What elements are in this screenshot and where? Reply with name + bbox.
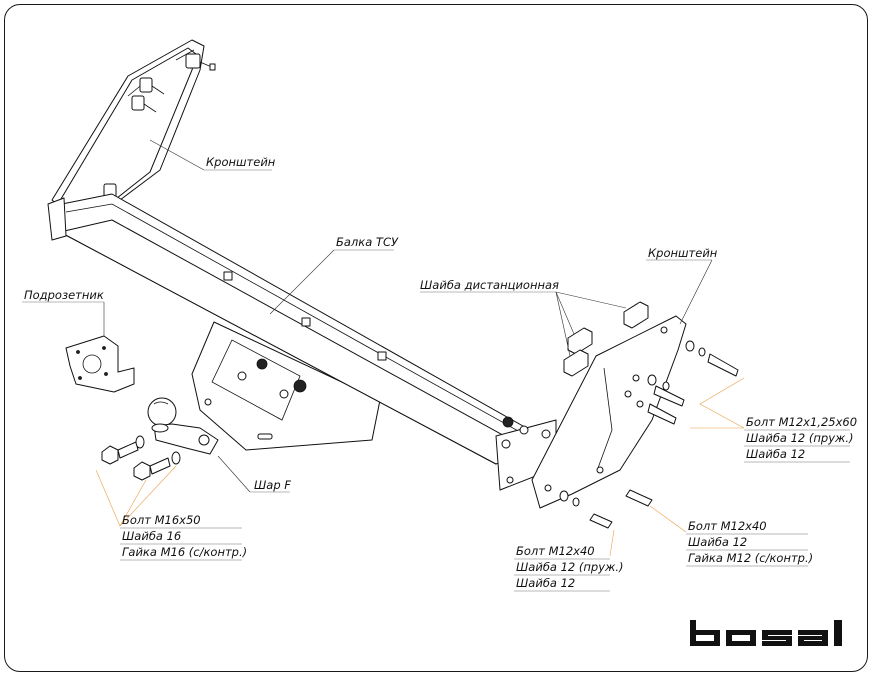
label-spacer-washer: Шайба дистанционная (420, 278, 559, 292)
hardware-right-upper-0: Болт М12х1,25х60 (746, 415, 857, 429)
hardware-bottom-list: Болт М12х40 Шайба 12 (пруж.) Шайба 12 (514, 544, 624, 592)
hardware-right-upper-1: Шайба 12 (пруж.) (746, 431, 854, 445)
hardware-bottom-0: Болт М12х40 (516, 544, 595, 558)
tow-ball (147, 397, 219, 455)
label-ball: Шар F (254, 478, 291, 492)
hardware-left-2: Гайка М16 (с/контр.) (122, 545, 247, 559)
hardware-right-upper-2: Шайба 12 (746, 447, 805, 461)
hardware-right-mid-1: Шайба 12 (688, 535, 747, 549)
hardware-left-list: Болт М16х50 Шайба 16 Гайка М16 (с/контр.… (120, 513, 247, 561)
tow-beam (47, 193, 557, 491)
label-bracket-right: Кронштейн (648, 246, 718, 260)
bosal-logo (690, 620, 842, 646)
drawing-frame (4, 4, 868, 672)
leader-lines (22, 139, 745, 557)
hardware-right-mid-0: Болт М12х40 (688, 519, 767, 533)
hardware-right-mid-2: Гайка М12 (с/контр.) (688, 551, 813, 565)
label-bracket-top: Кронштейн (206, 155, 276, 169)
hardware-right-upper-list: Болт М12х1,25х60 Шайба 12 (пруж.) Шайба … (744, 415, 857, 463)
hardware-left-0: Болт М16х50 (122, 513, 201, 527)
label-socket-plate: Подрозетник (24, 288, 104, 302)
hardware-right-mid-list: Болт М12х40 Шайба 12 Гайка М12 (с/контр.… (686, 519, 813, 567)
socket-plate (65, 335, 135, 393)
spacer-washers (563, 301, 649, 377)
part-labels: Кронштейн Балка ТСУ Подрозетник Шайба ди… (24, 155, 718, 492)
left-bolts (101, 435, 181, 481)
top-bracket (51, 39, 216, 216)
right-bolts (559, 340, 739, 529)
hardware-bottom-2: Шайба 12 (516, 576, 575, 590)
hardware-left-1: Шайба 16 (122, 529, 181, 543)
label-beam: Балка ТСУ (336, 235, 399, 249)
hardware-bottom-1: Шайба 12 (пруж.) (516, 560, 624, 574)
